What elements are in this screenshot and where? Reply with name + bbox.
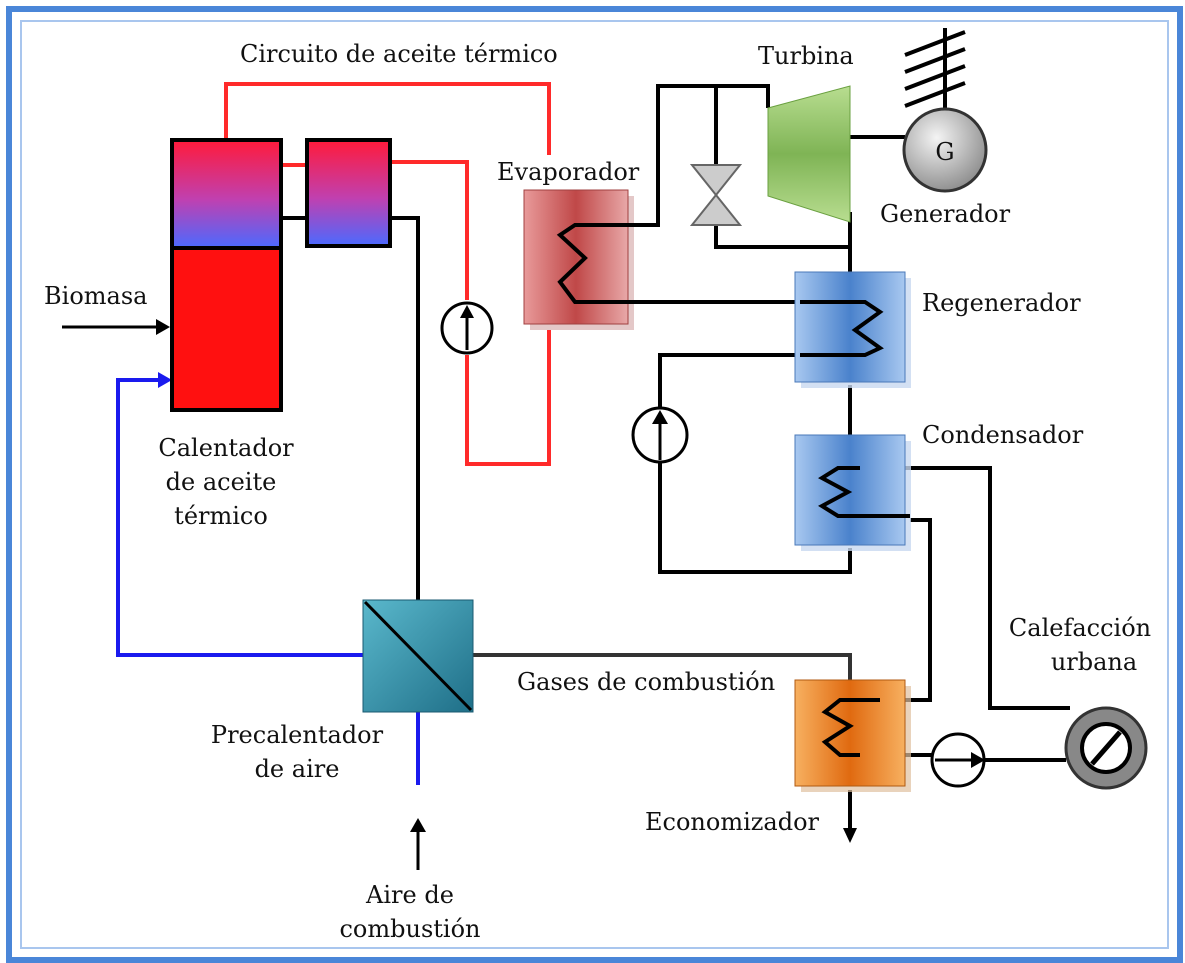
air-line xyxy=(116,378,420,785)
combustion-air-arrow-icon xyxy=(410,818,426,870)
turbine-label: Turbina xyxy=(758,42,854,70)
economizer-label: Economizador xyxy=(645,808,820,836)
district-heating-label-line2: urbana xyxy=(1051,648,1137,676)
air-preheater-label-line2: de aire xyxy=(255,755,340,783)
heat-consumer-icon xyxy=(1064,706,1148,790)
air-inlet-arrow-icon xyxy=(158,372,172,388)
heater-label-line1: Calentador xyxy=(158,434,294,462)
biomass-arrow-icon xyxy=(62,319,170,335)
condenser-label: Condensador xyxy=(922,421,1084,449)
oil-pump-icon[interactable] xyxy=(440,301,494,355)
exhaust-arrow-icon xyxy=(843,828,857,843)
district-heating-pump-icon[interactable] xyxy=(930,732,986,788)
heater-label-line2: de aceite xyxy=(166,468,277,496)
regenerator xyxy=(794,271,911,388)
secondary-heater xyxy=(305,138,392,248)
thermal-oil-heater xyxy=(170,138,283,412)
process-lines xyxy=(283,84,1070,830)
oil-circuit-lines xyxy=(224,82,551,466)
turbine xyxy=(767,85,851,223)
generator-label: Generador xyxy=(880,200,1011,228)
heater-label-line3: térmico xyxy=(174,502,268,530)
combustion-air-label-line2: combustión xyxy=(339,915,480,943)
generator-icon: G xyxy=(902,28,988,193)
biomass-label: Biomasa xyxy=(44,282,147,310)
condenser xyxy=(794,434,911,551)
evaporator xyxy=(523,189,634,330)
condensate-pump-icon[interactable] xyxy=(631,406,689,464)
flue-gases-label: Gases de combustión xyxy=(517,668,775,696)
air-preheater xyxy=(362,599,474,713)
generator-symbol: G xyxy=(935,138,954,166)
oil-circuit-label: Circuito de aceite térmico xyxy=(240,40,558,68)
regenerator-label: Regenerador xyxy=(922,289,1081,317)
evaporator-label: Evaporador xyxy=(497,158,640,186)
air-preheater-label-line1: Precalentador xyxy=(211,721,384,749)
combustion-air-label-line1: Aire de xyxy=(365,881,454,909)
economizer xyxy=(794,679,911,792)
valve-icon[interactable] xyxy=(689,164,743,226)
district-heating-label-line1: Calefacción xyxy=(1009,614,1151,642)
